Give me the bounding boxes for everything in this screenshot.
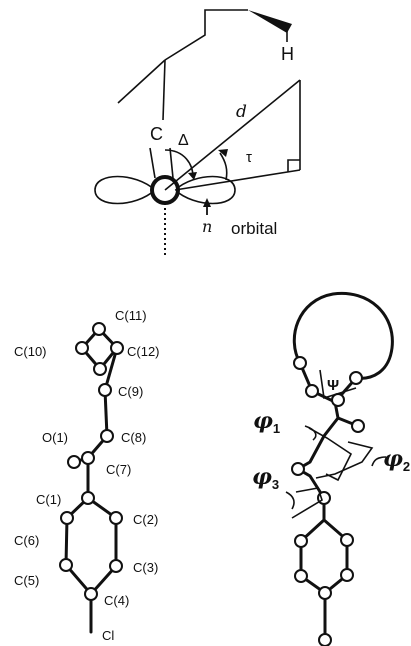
atom-c8 — [100, 429, 114, 443]
phi3-guide — [291, 487, 323, 519]
psi-symbol: Ψ — [327, 377, 339, 394]
tau-arrow-head — [218, 149, 228, 157]
bond-c9-c8 — [103, 388, 109, 438]
t-atom-8 — [294, 534, 308, 548]
t-atom-1 — [293, 356, 307, 370]
phi3-subscript: 3 — [272, 477, 279, 492]
chain-bond-c-up — [162, 59, 166, 121]
psi-guide — [319, 369, 357, 400]
label-c4: C(4) — [104, 593, 129, 608]
phi1-pointer — [304, 425, 317, 441]
chain-main — [295, 361, 349, 595]
atom-c10 — [75, 341, 89, 355]
atom-c2 — [109, 511, 123, 525]
label-o1: O(1) — [42, 430, 68, 445]
atom-c12 — [110, 341, 124, 355]
orbital-lobe-left — [94, 175, 157, 205]
phi2-guide — [315, 441, 374, 479]
label-c10: C(10) — [14, 344, 47, 359]
orbital-lobe-right — [173, 175, 236, 205]
torsion-atom-circles — [291, 356, 365, 646]
label-c5: C(5) — [14, 573, 39, 588]
t-atom-2 — [349, 371, 363, 385]
label-c2: C(2) — [133, 512, 158, 527]
distance-d-symbol: d — [236, 102, 247, 122]
tau-symbol: τ — [246, 149, 252, 166]
tau-angle-arc — [219, 152, 228, 181]
atom-o1 — [67, 455, 81, 469]
delta-arrow-head — [188, 172, 197, 180]
phi2-base: φ — [383, 446, 403, 472]
atom-h-label: H — [281, 44, 294, 64]
phi3-pointer — [285, 491, 295, 510]
atom-c4 — [84, 587, 98, 601]
atom-c6 — [60, 511, 74, 525]
t-atom-13 — [318, 633, 332, 646]
phi1-symbol: φ1 — [253, 408, 280, 436]
atom-circles — [59, 322, 124, 601]
phi1-guide — [308, 427, 353, 482]
n-orbital-arrow-head — [203, 198, 211, 207]
bond-c9-ring — [103, 346, 119, 392]
atom-c-label: C — [150, 124, 163, 144]
phi2-symbol: φ2 — [383, 446, 410, 474]
label-c7: C(7) — [106, 462, 131, 477]
t-atom-9 — [340, 533, 354, 547]
wedge-bond — [248, 10, 292, 33]
label-c11: C(11) — [115, 308, 147, 323]
delta-symbol: Δ — [178, 132, 189, 149]
cone-line-right — [169, 147, 174, 179]
orbital-word: orbital — [231, 219, 277, 238]
label-c8: C(8) — [121, 430, 146, 445]
triangle-base-edge — [174, 169, 301, 191]
atom-c11 — [92, 322, 106, 336]
label-c6: C(6) — [14, 533, 39, 548]
atom-c1 — [81, 491, 95, 505]
bond-benzene — [64, 496, 118, 597]
label-cl: Cl — [102, 628, 114, 643]
t-atom-12 — [318, 586, 332, 600]
orbital-geometry-diagram: C H Δ d τ n orbital — [94, 9, 301, 255]
torsion-angle-diagram: Ψ φ1 φ2 φ3 — [252, 291, 410, 646]
label-c12: C(12) — [127, 344, 160, 359]
t-atom-4 — [331, 393, 345, 407]
phi1-subscript: 1 — [273, 421, 280, 436]
right-angle-mark — [287, 159, 300, 172]
labeled-molecule: C(11) C(12) C(10) C(9) C(8) O(1) C(7) C(… — [14, 308, 160, 643]
t-atom-5 — [351, 419, 365, 433]
n-symbol: n — [202, 217, 212, 236]
atom-c3 — [109, 559, 123, 573]
rotation-loop — [292, 291, 394, 380]
atom-cring — [93, 362, 107, 376]
phi3-base: φ — [252, 464, 272, 490]
phi2-subscript: 2 — [403, 459, 410, 474]
phi3-symbol: φ3 — [252, 464, 279, 492]
chain-bond-left — [117, 59, 166, 104]
phi1-base: φ — [253, 408, 273, 434]
t-atom-11 — [340, 568, 354, 582]
t-atom-3 — [305, 384, 319, 398]
atom-c9 — [98, 383, 112, 397]
atom-c5 — [59, 558, 73, 572]
distance-d-line — [164, 79, 301, 191]
label-c9: C(9) — [118, 384, 143, 399]
label-c3: C(3) — [133, 560, 158, 575]
phi2-pointer — [371, 456, 387, 467]
t-atom-10 — [294, 569, 308, 583]
chain-bond-to-top — [164, 9, 248, 61]
cone-line-left — [149, 147, 156, 179]
atom-c7 — [81, 451, 95, 465]
label-c1: C(1) — [36, 492, 61, 507]
t-atom-6 — [291, 462, 305, 476]
